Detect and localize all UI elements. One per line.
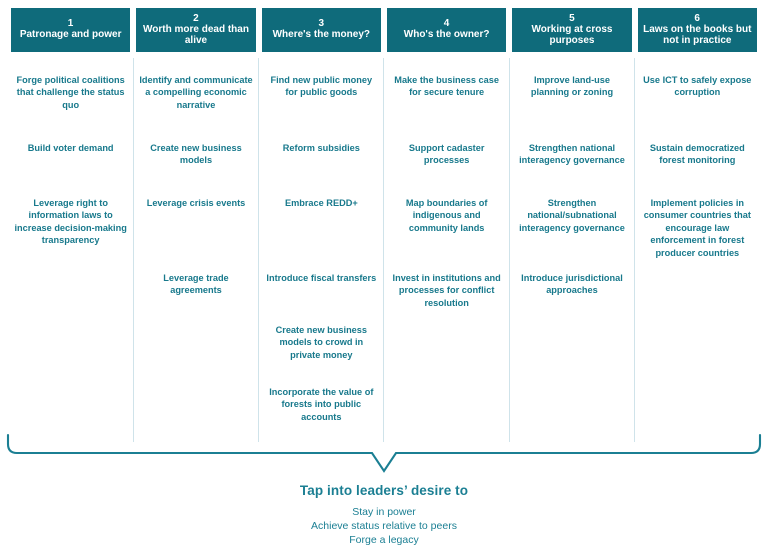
column-2-title: Worth more dead than alive [143, 23, 249, 47]
column-5-body: Improve land-use planning or zoning Stre… [512, 52, 631, 442]
brace-icon [6, 433, 762, 473]
column-2: 2 Worth more dead than alive Identify an… [132, 8, 258, 442]
column-3-body: Find new public money for public goods R… [262, 52, 381, 442]
column-2-body: Identify and communicate a compelling ec… [136, 52, 255, 442]
column-6-number: 6 [694, 12, 701, 24]
caption-line-2: Achieve status relative to peers [311, 520, 457, 532]
column-3-header: 3 Where's the money? [261, 8, 381, 52]
column-3-title: Where's the money? [272, 29, 371, 41]
column-1-item-2: Build voter demand [27, 143, 114, 153]
column-4: 4 Who's the owner? Make the business cas… [383, 8, 509, 442]
column-1-item-1: Forge political coalitions that challeng… [16, 75, 125, 110]
column-4-item-2: Support cadaster processes [408, 143, 485, 166]
column-6: 6 Laws on the books but not in practice … [634, 8, 760, 442]
column-5-item-4: Introduce jurisdictional approaches [521, 273, 623, 296]
column-4-header: 4 Who's the owner? [386, 8, 507, 52]
column-3-item-2: Reform subsidies [282, 143, 360, 153]
column-5-number: 5 [569, 12, 575, 24]
column-3-item-6: Incorporate the value of forests into pu… [269, 387, 374, 422]
column-5-item-3: Strengthen national/subnational interage… [519, 198, 625, 233]
column-6-title: Laws on the books but not in practice [643, 23, 752, 47]
column-1: 1 Patronage and power Forge political co… [8, 8, 133, 442]
caption-line-3: Forge a legacy [349, 534, 419, 546]
column-5-item-1: Improve land-use planning or zoning [530, 75, 614, 98]
column-6-header: 6 Laws on the books but not in practice [637, 8, 757, 52]
column-2-item-1: Identify and communicate a compelling ec… [139, 75, 253, 110]
column-4-item-3: Map boundaries of indigenous and communi… [405, 198, 488, 233]
column-5-item-2: Strengthen national interagency governan… [519, 143, 625, 166]
column-3-item-1: Find new public money for public goods [270, 75, 373, 98]
column-4-title: Who's the owner? [403, 29, 490, 41]
column-6-item-1: Use ICT to safely expose corruption [643, 75, 752, 98]
column-3: 3 Where's the money? Find new public mon… [258, 8, 384, 442]
column-6-item-2: Sustain democratized forest monitoring [649, 143, 745, 166]
column-1-number: 1 [67, 18, 74, 30]
caption-line-1: Stay in power [352, 506, 416, 518]
column-3-number: 3 [318, 18, 325, 30]
column-5: 5 Working at cross purposes Improve land… [508, 8, 634, 442]
column-5-header: 5 Working at cross purposes [512, 8, 632, 52]
column-2-item-4: Leverage trade agreements [163, 273, 229, 296]
column-2-item-3: Leverage crisis events [146, 198, 246, 208]
column-1-item-3: Leverage right to information laws to in… [14, 198, 127, 246]
column-1-body: Forge political coalitions that challeng… [11, 52, 130, 442]
column-6-body: Use ICT to safely expose corruption Sust… [638, 52, 757, 442]
column-3-item-5: Create new business models to crowd in p… [275, 325, 368, 360]
column-6-item-3: Implement policies in consumer countries… [643, 198, 751, 258]
column-4-body: Make the business case for secure tenure… [387, 52, 506, 442]
column-2-number: 2 [193, 12, 199, 24]
column-1-header: 1 Patronage and power [11, 8, 131, 52]
column-2-item-2: Create new business models [150, 143, 242, 166]
column-3-item-3: Embrace REDD+ [284, 198, 358, 208]
columns-container: 1 Patronage and power Forge political co… [8, 8, 760, 442]
column-1-title: Patronage and power [19, 29, 122, 41]
column-4-number: 4 [443, 18, 450, 30]
column-2-header: 2 Worth more dead than alive [136, 8, 256, 52]
caption-title: Tap into leaders’ desire to [299, 483, 469, 498]
column-3-item-4: Introduce fiscal transfers [266, 273, 377, 283]
column-5-title: Working at cross purposes [531, 23, 613, 47]
column-4-item-1: Make the business case for secure tenure [394, 75, 499, 98]
caption-block: Tap into leaders’ desire to Stay in powe… [0, 482, 768, 547]
column-4-item-4: Invest in institutions and processes for… [392, 273, 501, 308]
